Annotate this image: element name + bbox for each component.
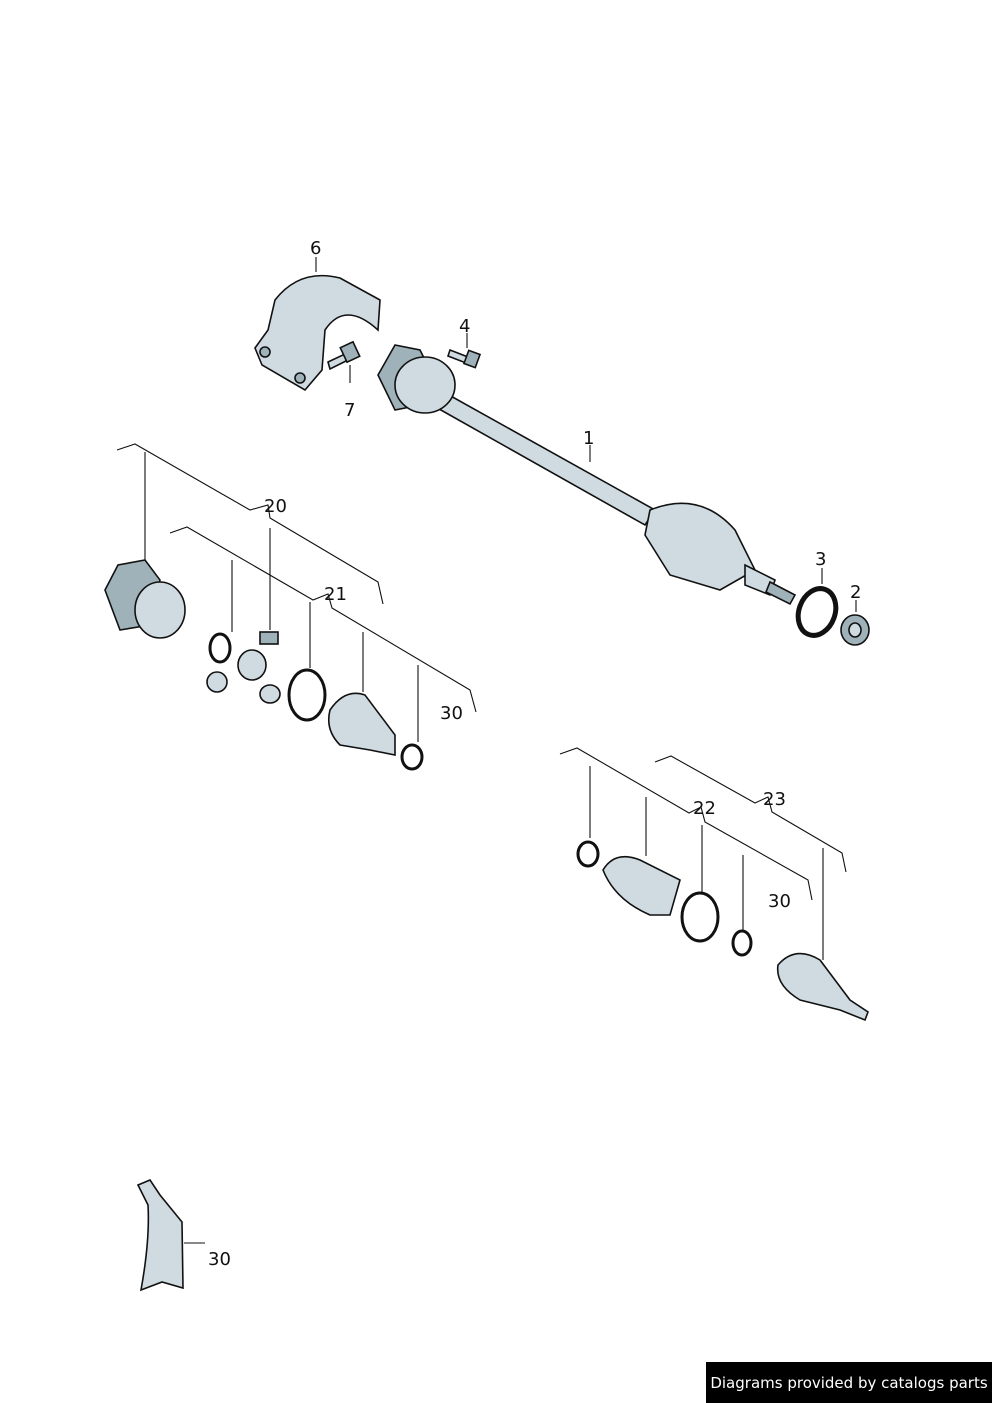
footer-credit: Diagrams provided by catalogs parts [706,1362,992,1403]
callout-22: 22 [693,798,716,819]
part-bolt-7[interactable] [327,340,361,371]
callout-7: 7 [344,400,355,421]
part-clamp-small[interactable] [400,743,424,771]
part-joint-spider[interactable] [206,631,281,704]
callout-20: 20 [264,496,287,517]
part-clamp-small-2[interactable] [576,840,600,868]
part-clamp-large-2[interactable] [680,891,720,943]
callout-6: 6 [310,238,321,259]
part-joint-housing[interactable] [104,559,186,639]
part-boot[interactable] [327,692,396,756]
part-grease-tube[interactable] [136,1179,184,1292]
part-heat-shield[interactable] [254,274,381,392]
callout-30-a: 30 [440,703,463,724]
callout-23: 23 [763,789,786,810]
callout-4: 4 [459,316,470,337]
part-clamp-large[interactable] [287,668,327,722]
part-circlip-2[interactable] [731,929,753,957]
part-circlip[interactable] [208,632,232,664]
callout-30-b: 30 [768,891,791,912]
leader-lines [116,257,857,1244]
part-bolt-4[interactable] [447,348,482,369]
part-drive-shaft[interactable] [377,344,797,606]
callout-3: 3 [815,549,826,570]
part-boot-2[interactable] [602,855,681,916]
part-ring-3[interactable] [792,583,842,640]
callout-2: 2 [850,582,861,603]
part-outer-joint[interactable] [776,952,869,1022]
part-nut-2[interactable] [840,614,870,646]
callout-21: 21 [324,584,347,605]
callout-30-c: 30 [208,1249,231,1270]
callout-1: 1 [583,428,594,449]
